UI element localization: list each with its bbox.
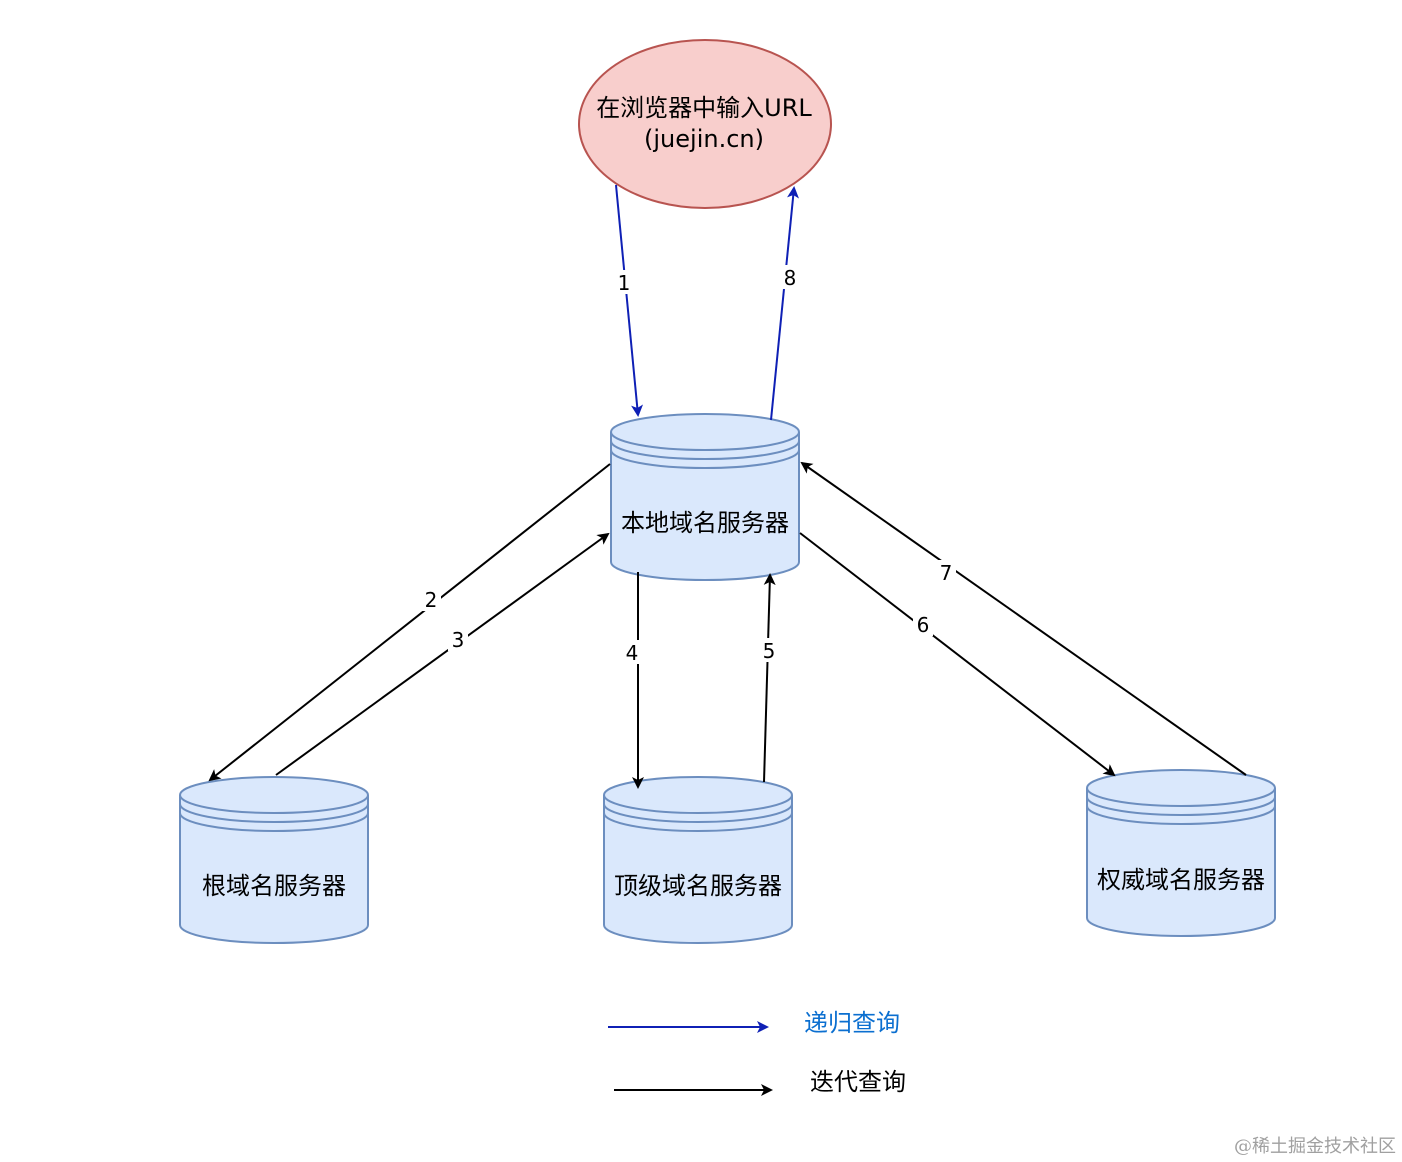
browser-node: 在浏览器中输入URL (juejin.cn) [578,39,832,209]
edge-3: 3 [275,532,610,776]
edge-7: 7 [800,461,1247,776]
legend-iterative-label: 迭代查询 [810,1068,906,1096]
edge-2-label: 2 [425,588,438,612]
legend-recursive: 递归查询 [608,1009,900,1037]
edge-5: 5 [759,573,779,783]
local-dns-node: 本地域名服务器 [610,413,800,581]
auth-dns-label: 权威域名服务器 [1097,866,1265,894]
legend-iterative: 迭代查询 [614,1068,906,1096]
tld-dns-label: 顶级域名服务器 [614,872,782,900]
edge-8-label: 8 [784,266,797,290]
edge-4-label: 4 [626,641,639,665]
local-dns-label: 本地域名服务器 [621,509,789,537]
legend: 递归查询 迭代查询 [608,1009,906,1096]
edge-1-label: 1 [618,271,631,295]
browser-node-line2: (juejin.cn) [644,125,764,153]
root-dns-label: 根域名服务器 [202,872,346,900]
edge-7-label: 7 [940,561,953,585]
edge-6-label: 6 [917,613,930,637]
edge-1: 1 [614,184,644,417]
auth-dns-node: 权威域名服务器 [1086,769,1276,937]
legend-recursive-label: 递归查询 [804,1009,900,1037]
watermark: @稀土掘金技术社区 [1234,1136,1396,1157]
root-dns-node: 根域名服务器 [179,776,369,944]
edge-3-label: 3 [452,628,465,652]
edge-8: 8 [770,186,800,421]
tld-dns-node: 顶级域名服务器 [603,776,793,944]
edge-6: 6 [799,532,1116,777]
browser-node-line1: 在浏览器中输入URL [596,94,812,122]
edge-4: 4 [622,572,644,789]
edge-5-label: 5 [763,639,776,663]
edge-2: 2 [208,463,611,782]
